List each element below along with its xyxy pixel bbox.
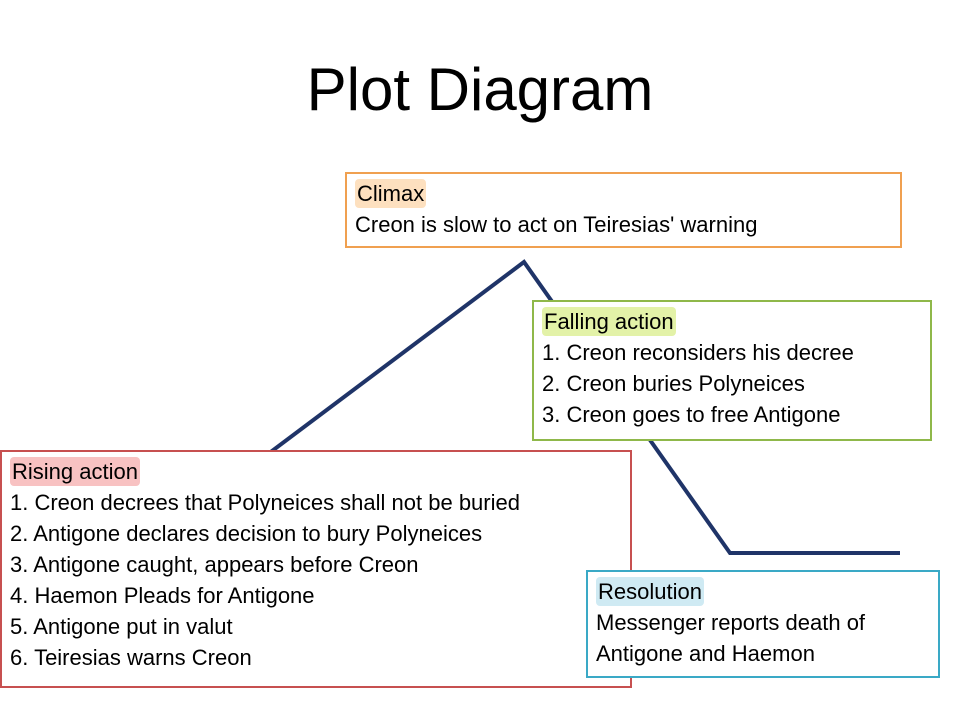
rising-action-heading: Rising action [10, 457, 140, 486]
page-title: Plot Diagram [306, 56, 654, 123]
falling-action-item: 2. Creon buries Polyneices [542, 371, 805, 396]
falling-action-heading: Falling action [542, 307, 676, 336]
rising-action-item: 3. Antigone caught, appears before Creon [10, 552, 419, 577]
rising-action-item: 4. Haemon Pleads for Antigone [10, 583, 315, 608]
falling-action-item: 3. Creon goes to free Antigone [542, 402, 841, 427]
resolution-box: Resolution Messenger reports death of An… [586, 570, 940, 678]
resolution-heading: Resolution [596, 577, 704, 606]
rising-action-box: Rising action 1. Creon decrees that Poly… [0, 450, 632, 688]
resolution-text-line: Antigone and Haemon [596, 641, 815, 666]
falling-action-box: Falling action 1. Creon reconsiders his … [532, 300, 932, 441]
resolution-text-line: Messenger reports death of [596, 610, 866, 635]
rising-action-item: 2. Antigone declares decision to bury Po… [10, 521, 483, 546]
climax-text: Creon is slow to act on Teiresias' warni… [355, 212, 758, 237]
rising-action-item: 5. Antigone put in valut [10, 614, 233, 639]
rising-action-item: 1. Creon decrees that Polyneices shall n… [10, 490, 520, 515]
climax-box: Climax Creon is slow to act on Teiresias… [345, 172, 902, 248]
climax-heading: Climax [355, 179, 427, 208]
falling-action-item: 1. Creon reconsiders his decree [542, 340, 854, 365]
rising-action-item: 6. Teiresias warns Creon [10, 645, 252, 670]
